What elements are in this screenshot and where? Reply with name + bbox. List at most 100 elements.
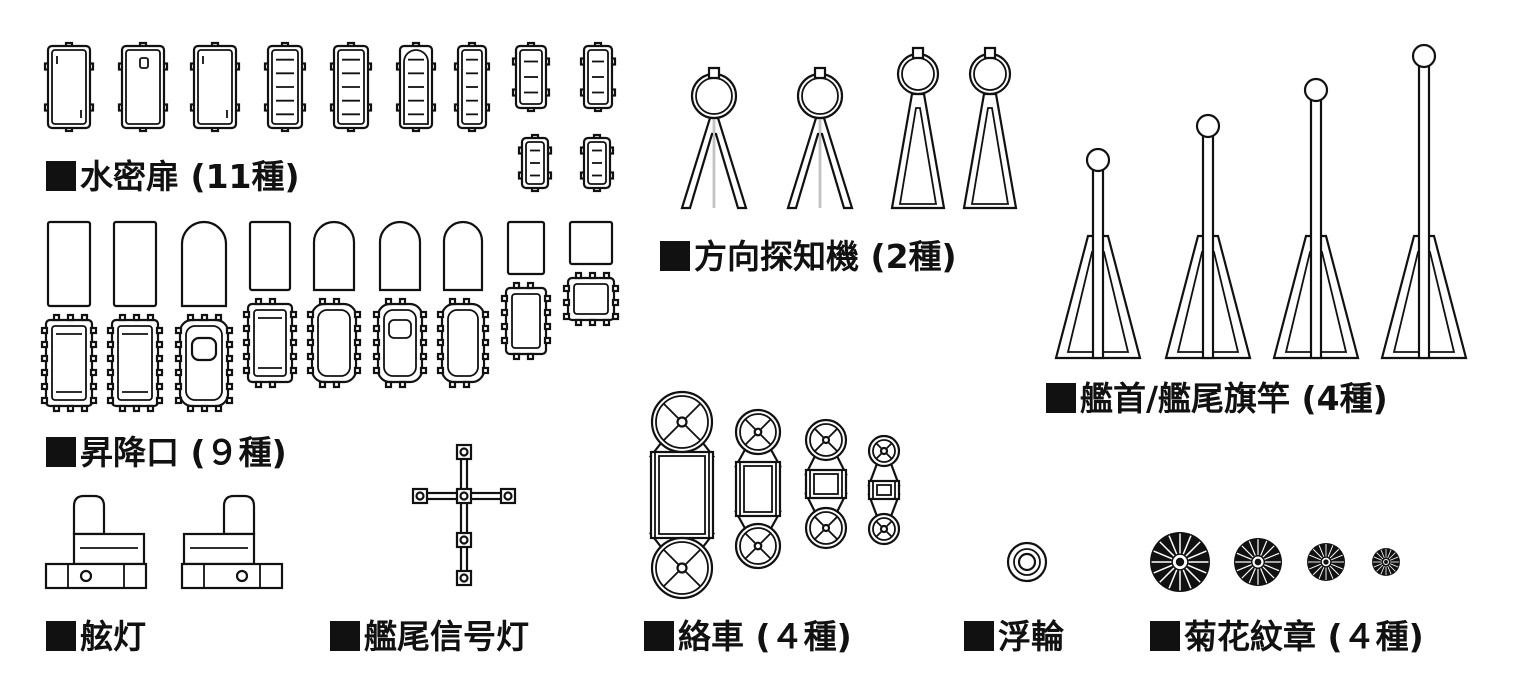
hatch-dog [89,368,98,377]
reel-drum-inner [743,465,773,513]
hatch-dog [372,310,381,319]
signal-lamp-lens [459,573,469,583]
door-panel [271,49,299,125]
flagstaff-pole [1309,98,1323,360]
flagstaff-pole [1201,134,1215,360]
hatch-dog [384,380,393,389]
bullet-square-icon [46,437,76,467]
flagstaff-truck [1411,43,1437,69]
signal-lamp-lens [503,491,513,501]
crest-petal-line [1263,552,1280,560]
hatch [436,220,490,389]
crest-petal-line [1380,549,1385,559]
door-panel [337,49,365,125]
hatch-dog [398,380,407,389]
hatch-dog [242,352,251,361]
chrysanthemum-crest [1150,532,1210,592]
hatch-dog [543,322,552,331]
bullet-square-icon [660,241,690,271]
hatch-dog [588,271,597,280]
door-panel [587,141,607,185]
hatch-dog [436,324,445,333]
side-light-base [44,562,148,590]
flagstaff [1272,77,1360,360]
hatch-dog [200,313,209,322]
hatch-dog [419,352,428,361]
crest-petal-line [1263,564,1280,572]
crest-petal-line [1187,564,1207,574]
reel-hub [676,562,688,574]
hatch-dog [268,297,277,306]
door-panel [125,49,161,125]
hatch-dog [242,338,251,347]
hatch-dog [481,324,490,333]
finder-loop [690,72,738,120]
hatch-dog [289,310,298,319]
hatch-dog [242,310,251,319]
finder-knob [707,66,721,80]
hatch-cover [506,220,546,276]
reel-hub [753,541,763,551]
hatch-dog [419,338,428,347]
finder-knob [983,46,997,60]
watertight-doors-group [43,41,617,193]
crest-petal-line [1262,545,1275,558]
hatch-dog [512,352,521,361]
crest-petal-line [1327,566,1334,579]
hatch [106,220,164,413]
hatch-dog [132,404,141,413]
hatch-dog [526,352,535,361]
hatch [40,220,98,413]
flagstaff [1380,43,1468,360]
caption-direction-finders: 方向探知機 (2種) [660,240,957,273]
hatch-dog [200,404,209,413]
crest-petal-line [1262,566,1275,579]
flagstaffs-group [1054,43,1468,360]
hatch-dog [52,313,61,322]
lifebuoy-inner [1017,552,1037,572]
lifebuoy [1006,541,1048,583]
reel-hub [821,435,831,445]
hatch-dog [225,326,234,335]
hatch [372,220,428,389]
crest-petal-line [1389,556,1399,561]
hatch-dog [353,338,362,347]
hatch [306,220,362,389]
chrysanthemum-crest [1372,548,1400,576]
crest-petal-line [1329,565,1340,576]
door-panel [525,141,545,185]
crest-center-dot [1254,558,1262,566]
hatch-dog [574,318,583,327]
hatch-dog [353,310,362,319]
hatch-dog [462,297,471,306]
hatches-group [40,220,620,413]
hatch-dog [611,298,620,307]
hatch-dog [543,336,552,345]
hatch-dog [543,294,552,303]
flagstaff [1164,113,1252,360]
hatch-dog [372,366,381,375]
hatch-dog [436,338,445,347]
hatch-inner [253,309,287,377]
lifebuoy-group [1006,541,1048,583]
hatch-dog [225,368,234,377]
hatch-coaming [178,318,230,408]
signal-lamp-lens [459,447,469,457]
crest-petal-line [1318,566,1325,579]
side-light-base [180,562,284,590]
hatch-cover [180,220,228,308]
bullet-square-icon [1046,383,1076,413]
direction-finders-group [680,46,1018,210]
door-frame [192,44,238,130]
hatch-dog [155,340,164,349]
hatch-dog [526,281,535,290]
bullet-square-icon [1150,621,1180,651]
caption-watertight-doors: 水密扉 (11種) [46,160,300,193]
watertight-door [395,41,437,133]
hatch-dog [481,310,490,319]
caption-text: 艦首/艦尾旗竿 (4種) [1080,379,1388,418]
hatch-dog [242,366,251,375]
flagstaff-pole [1091,168,1105,360]
hatch-dog [225,396,234,405]
hatch-dog [89,396,98,405]
